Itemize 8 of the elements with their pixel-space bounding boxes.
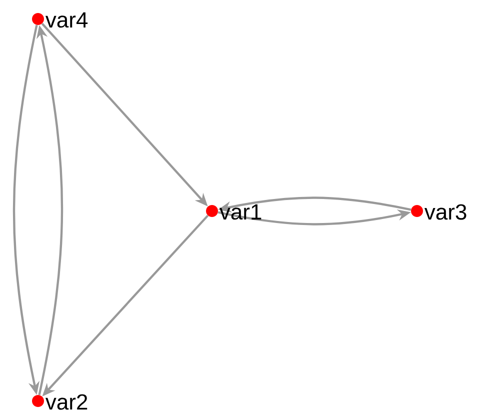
node-label: var4 (45, 12, 88, 28)
node-label: var3 (424, 204, 466, 220)
node-label: var2 (45, 394, 88, 410)
point-marker (411, 204, 423, 217)
node-label: var1 (219, 204, 262, 220)
point-marker (32, 394, 44, 407)
point-marker (206, 204, 218, 217)
point-marker (32, 13, 44, 25)
